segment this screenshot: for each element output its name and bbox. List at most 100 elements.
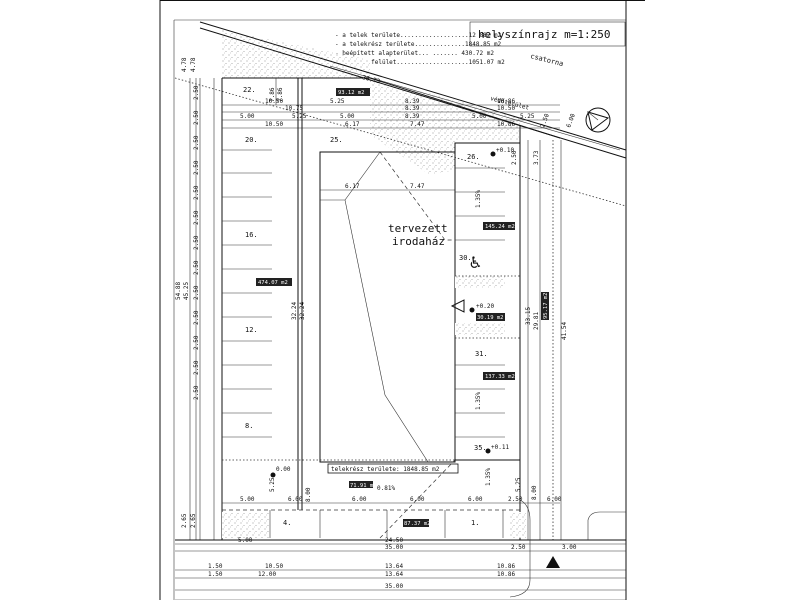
dimension: 29.81 — [533, 312, 540, 330]
building-label: irodaház — [392, 235, 445, 248]
svg-text:7.47: 7.47 — [410, 121, 425, 128]
svg-text:4.78: 4.78 — [181, 57, 188, 72]
north-marker-triangle-icon — [546, 556, 560, 568]
svg-text:35.00: 35.00 — [385, 583, 403, 590]
parking-number: 22. — [243, 86, 256, 94]
boundary-length: 36.73 — [362, 74, 382, 85]
svg-text:5.25: 5.25 — [292, 113, 307, 120]
svg-text:54.88: 54.88 — [175, 282, 182, 300]
svg-text:6.00: 6.00 — [468, 496, 483, 503]
title-box — [469, 21, 626, 47]
svg-text:71.91 m2: 71.91 m2 — [350, 483, 377, 489]
slope-label: 0.81% — [377, 485, 395, 492]
svg-text:5.00: 5.00 — [472, 113, 487, 120]
level-marker: +0.10 — [496, 147, 514, 154]
building-label: tervezett — [388, 222, 448, 235]
svg-text:2.50: 2.50 — [193, 85, 200, 100]
svg-text:4.78: 4.78 — [190, 57, 197, 72]
plot-area-box — [327, 463, 459, 474]
svg-text:5.25: 5.25 — [269, 477, 276, 492]
svg-text:145.24 m2: 145.24 m2 — [485, 224, 515, 230]
level-point-icon — [485, 448, 491, 454]
plot-area-label: telekrész területe: 1848.85 m2 — [331, 466, 440, 473]
canal-edge — [329, 65, 621, 151]
left-parking-strip — [189, 78, 520, 540]
planned-office-building: 6.17 7.47 — [319, 151, 456, 463]
level-marker: +0.20 — [476, 303, 494, 310]
svg-text:2.50: 2.50 — [193, 235, 200, 250]
svg-text:5.25: 5.25 — [330, 98, 345, 105]
top-dimension-rows: 10.50 5.25 8.39 10.86 10.75 8.39 10.50 5… — [222, 98, 560, 129]
svg-text:137.33 m2: 137.33 m2 — [485, 374, 515, 380]
level-point-icon — [469, 307, 475, 313]
svg-text:3.00: 3.00 — [562, 544, 577, 551]
level-marker: 0.00 — [276, 466, 291, 473]
svg-text:2.50: 2.50 — [193, 210, 200, 225]
svg-text:2.50: 2.50 — [193, 360, 200, 375]
svg-text:10.50: 10.50 — [265, 98, 283, 105]
road-curb — [587, 511, 626, 540]
svg-text:6.00: 6.00 — [352, 496, 367, 503]
parking-number: 4. — [283, 519, 291, 527]
parking-number: 1. — [471, 519, 479, 527]
left-vertical-dimensions: 4.78 4.78 2.50 2.50 2.50 2.50 2.50 2.50 … — [175, 57, 522, 528]
svg-text:10.86: 10.86 — [497, 98, 515, 105]
road-curb — [509, 499, 531, 598]
svg-text:5.25: 5.25 — [520, 113, 535, 120]
building-dimension: 7.47 — [410, 183, 425, 190]
svg-text:2.50: 2.50 — [193, 385, 200, 400]
level-marker: +0.11 — [491, 444, 509, 451]
svg-text:2.50: 2.50 — [193, 335, 200, 350]
parking-number: 30. — [459, 254, 472, 262]
entrance-triangle-icon — [450, 299, 465, 313]
svg-text:2.50: 2.50 — [193, 310, 200, 325]
svg-text:1.50: 1.50 — [208, 563, 223, 570]
svg-text:1.50: 1.50 — [208, 571, 223, 578]
building-dimension: 6.17 — [345, 183, 360, 190]
svg-text:13.64: 13.64 — [385, 571, 403, 578]
canal-line — [199, 21, 627, 151]
level-point-icon — [490, 151, 496, 157]
svg-text:10.50: 10.50 — [497, 105, 515, 112]
svg-text:2.50: 2.50 — [511, 150, 518, 165]
svg-text:10.50: 10.50 — [265, 563, 283, 570]
svg-text:6.00: 6.00 — [410, 496, 425, 503]
svg-text:24.50: 24.50 — [385, 537, 403, 544]
svg-text:2.50: 2.50 — [193, 285, 200, 300]
level-point-icon — [270, 472, 276, 478]
legend-line: - a telek területe...................12 … — [335, 32, 502, 39]
area-tags: 93.12 m2 474.07 m2 145.24 m2 30.19 m2 13… — [256, 88, 549, 527]
accessible-parking-icon: ♿ — [470, 252, 481, 273]
svg-text:5.25: 5.25 — [515, 477, 522, 492]
parking-number: 31. — [475, 350, 488, 358]
legend-line: - burkolt felület....................105… — [335, 59, 505, 66]
slope-label: 1.35% — [475, 392, 482, 410]
slope-label: 1.35% — [475, 190, 482, 208]
legend-line: - a telekrész területe..............1848… — [335, 41, 502, 48]
parking-number: 16. — [245, 231, 258, 239]
svg-text:6.00: 6.00 — [547, 496, 562, 503]
svg-text:30.19 m2: 30.19 m2 — [477, 315, 504, 321]
svg-text:10.50: 10.50 — [265, 121, 283, 128]
svg-text:2.50: 2.50 — [193, 135, 200, 150]
protection-zone-line — [174, 77, 627, 207]
svg-text:474.07 m2: 474.07 m2 — [258, 280, 288, 286]
svg-text:2.50: 2.50 — [193, 260, 200, 275]
svg-text:5.00: 5.00 — [240, 496, 255, 503]
svg-text:2.65: 2.65 — [190, 513, 197, 528]
parking-number: 25. — [330, 136, 343, 144]
svg-text:10.86: 10.86 — [497, 121, 515, 128]
dimension: 41.54 — [561, 322, 568, 340]
svg-text:45.25: 45.25 — [183, 282, 190, 300]
svg-text:8.39: 8.39 — [405, 113, 420, 120]
right-parking-strip: 2.50 — [454, 142, 521, 461]
dimension: 3.73 — [533, 150, 540, 165]
slope-label: 1.35% — [485, 468, 492, 486]
parking-number: 26. — [467, 153, 480, 161]
svg-text:5.00: 5.00 — [238, 537, 253, 544]
svg-text:10.86: 10.86 — [497, 571, 515, 578]
svg-text:32.24: 32.24 — [291, 302, 298, 320]
drawing-title: helyszínrajz m=1:250 — [478, 28, 610, 41]
svg-text:13.64: 13.64 — [385, 563, 403, 570]
